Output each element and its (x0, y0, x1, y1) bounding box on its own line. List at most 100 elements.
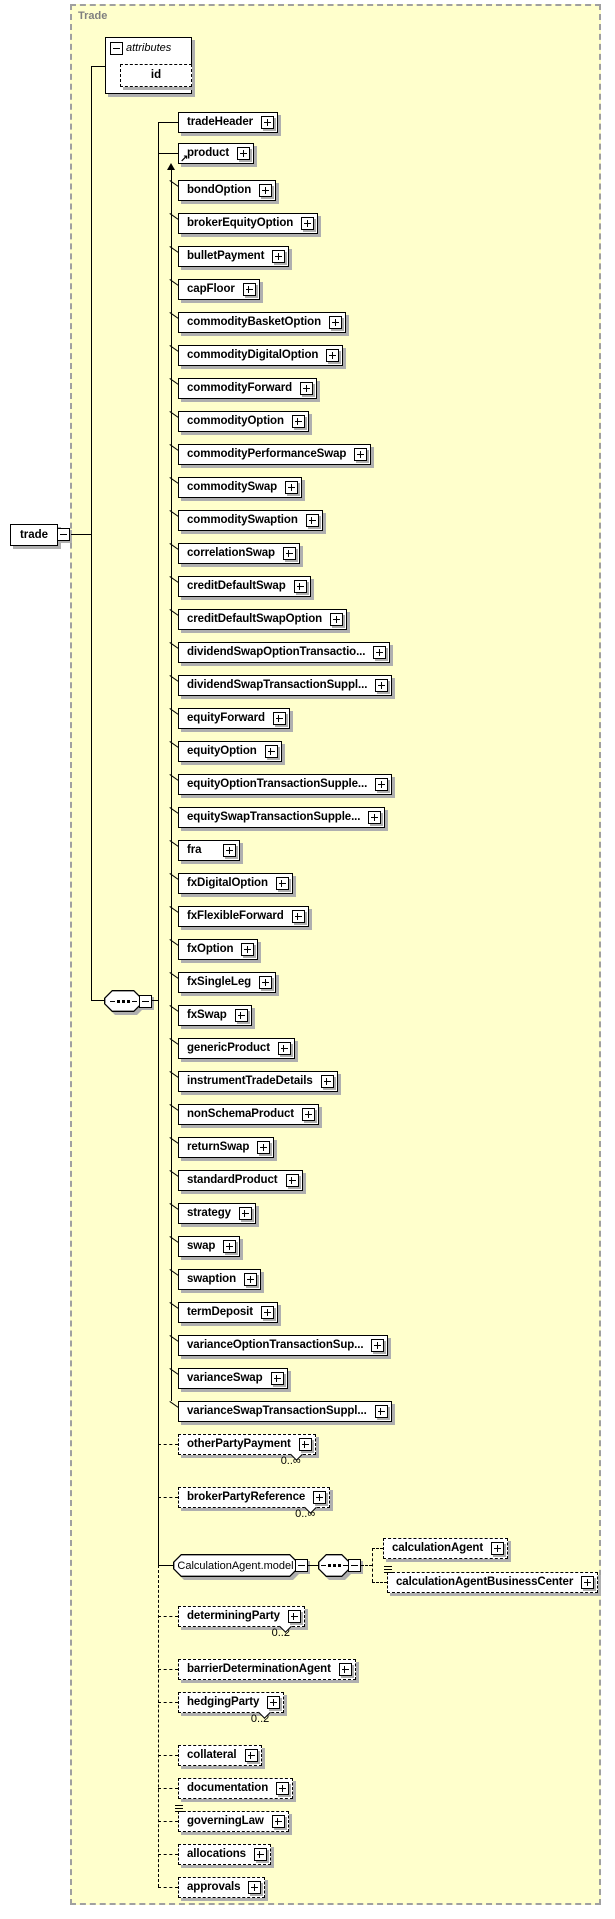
expand-icon[interactable] (276, 1782, 290, 1795)
sequence-connector-icon[interactable] (104, 990, 142, 1012)
expand-icon[interactable] (293, 580, 307, 593)
expand-icon[interactable] (301, 217, 315, 230)
expand-icon[interactable] (373, 646, 387, 659)
expand-icon[interactable] (272, 250, 286, 263)
expand-icon[interactable] (285, 481, 299, 494)
expand-icon[interactable] (259, 976, 273, 989)
element-allocations[interactable]: allocations (178, 1844, 271, 1865)
expand-icon[interactable] (248, 1881, 262, 1894)
element-fra[interactable]: fra (178, 840, 240, 861)
element-product[interactable]: product↗ (178, 143, 255, 165)
element-commodityForward[interactable]: commodityForward (178, 378, 318, 399)
expand-icon[interactable] (305, 514, 319, 527)
element-varianceSwapTransactionSuppl[interactable]: varianceSwapTransactionSuppl... (178, 1401, 392, 1422)
element-creditDefaultSwap[interactable]: creditDefaultSwap (178, 576, 311, 597)
element-trade[interactable]: trade (10, 524, 58, 546)
expand-icon[interactable] (330, 613, 344, 626)
element-varianceOptionTransactionSup[interactable]: varianceOptionTransactionSup... (178, 1335, 389, 1356)
expand-icon[interactable] (368, 811, 382, 824)
expand-icon[interactable] (291, 415, 305, 428)
expand-icon[interactable] (253, 1848, 267, 1861)
expand-icon[interactable] (271, 1815, 285, 1828)
element-varianceSwap[interactable]: varianceSwap (178, 1368, 288, 1389)
element-commodityDigitalOption[interactable]: commodityDigitalOption (178, 345, 344, 366)
expand-icon[interactable] (257, 1141, 271, 1154)
element-equitySwapTransactionSupple[interactable]: equitySwapTransactionSupple... (178, 807, 386, 828)
expand-icon[interactable] (277, 1042, 291, 1055)
expand-icon[interactable] (285, 1174, 299, 1187)
element-fxFlexibleForward[interactable]: fxFlexibleForward (178, 906, 309, 927)
expand-icon[interactable] (244, 1273, 258, 1286)
element-termDeposit[interactable]: termDeposit (178, 1302, 278, 1323)
element-calculationAgentBusinessCenter[interactable]: calculationAgentBusinessCenter (384, 1566, 599, 1593)
expand-icon[interactable] (267, 1696, 281, 1709)
element-documentation[interactable]: documentation (178, 1778, 294, 1799)
expand-icon[interactable] (581, 1576, 595, 1589)
expand-icon[interactable] (259, 184, 273, 197)
element-standardProduct[interactable]: standardProduct (178, 1170, 303, 1191)
element-commodityBasketOption[interactable]: commodityBasketOption (178, 312, 347, 333)
expand-icon[interactable] (275, 877, 289, 890)
element-fxOption[interactable]: fxOption (178, 939, 259, 960)
expand-icon[interactable] (354, 448, 368, 461)
element-equityOptionTransactionSupple[interactable]: equityOptionTransactionSupple... (178, 774, 393, 795)
expand-icon[interactable] (298, 1438, 312, 1451)
expand-icon[interactable] (374, 1405, 388, 1418)
element-capFloor[interactable]: capFloor (178, 279, 260, 300)
expand-icon[interactable] (272, 712, 286, 725)
element-tradeHeader[interactable]: tradeHeader (178, 112, 279, 133)
element-strategy[interactable]: strategy (178, 1203, 256, 1224)
attribute-id[interactable]: id (120, 64, 192, 87)
element-fxSingleLeg[interactable]: fxSingleLeg (178, 972, 277, 993)
collapse-icon[interactable] (57, 528, 70, 541)
element-commodityPerformanceSwap[interactable]: commodityPerformanceSwap (178, 444, 372, 465)
element-dividendSwapTransactionSuppl[interactable]: dividendSwapTransactionSuppl... (178, 675, 393, 696)
expand-icon[interactable] (234, 1009, 248, 1022)
element-correlationSwap[interactable]: correlationSwap (178, 543, 300, 564)
expand-icon[interactable] (320, 1075, 334, 1088)
element-fxSwap[interactable]: fxSwap (178, 1005, 252, 1026)
element-dividendSwapOptionTransactio[interactable]: dividendSwapOptionTransactio... (178, 642, 391, 663)
expand-icon[interactable] (241, 943, 255, 956)
expand-icon[interactable] (223, 844, 236, 857)
expand-icon[interactable] (300, 382, 314, 395)
collapse-icon[interactable] (348, 1559, 361, 1572)
expand-icon[interactable] (326, 349, 340, 362)
element-equityOption[interactable]: equityOption (178, 741, 282, 762)
expand-icon[interactable] (302, 1108, 316, 1121)
element-genericProduct[interactable]: genericProduct (178, 1038, 295, 1059)
element-commoditySwap[interactable]: commoditySwap (178, 477, 303, 498)
expand-icon[interactable] (371, 1339, 385, 1352)
element-bulletPayment[interactable]: bulletPayment (178, 246, 290, 267)
expand-icon[interactable] (237, 147, 251, 160)
expand-icon[interactable] (375, 778, 389, 791)
expand-icon[interactable] (223, 1240, 237, 1253)
element-commoditySwaption[interactable]: commoditySwaption (178, 510, 323, 531)
element-instrumentTradeDetails[interactable]: instrumentTradeDetails (178, 1071, 338, 1092)
element-collateral[interactable]: collateral (178, 1745, 262, 1766)
element-brokerEquityOption[interactable]: brokerEquityOption (178, 213, 319, 234)
element-commodityOption[interactable]: commodityOption (178, 411, 309, 432)
collapse-icon[interactable] (295, 1559, 308, 1572)
expand-icon[interactable] (313, 1491, 327, 1504)
expand-icon[interactable] (238, 1207, 252, 1220)
expand-icon[interactable] (264, 745, 278, 758)
expand-icon[interactable] (261, 116, 275, 129)
element-swaption[interactable]: swaption (178, 1269, 262, 1290)
group-CalculationAgent-model[interactable]: CalculationAgent.model (173, 1554, 298, 1577)
expand-icon[interactable] (287, 1610, 301, 1623)
element-fxDigitalOption[interactable]: fxDigitalOption (178, 873, 293, 894)
expand-icon[interactable] (270, 1372, 284, 1385)
element-barrierDeterminationAgent[interactable]: barrierDeterminationAgent (178, 1659, 356, 1680)
expand-icon[interactable] (291, 910, 305, 923)
expand-icon[interactable] (338, 1663, 352, 1676)
expand-icon[interactable] (329, 316, 343, 329)
element-nonSchemaProduct[interactable]: nonSchemaProduct (178, 1104, 320, 1125)
expand-icon[interactable] (244, 1749, 258, 1762)
expand-icon[interactable] (261, 1306, 274, 1319)
expand-icon[interactable] (242, 283, 256, 296)
